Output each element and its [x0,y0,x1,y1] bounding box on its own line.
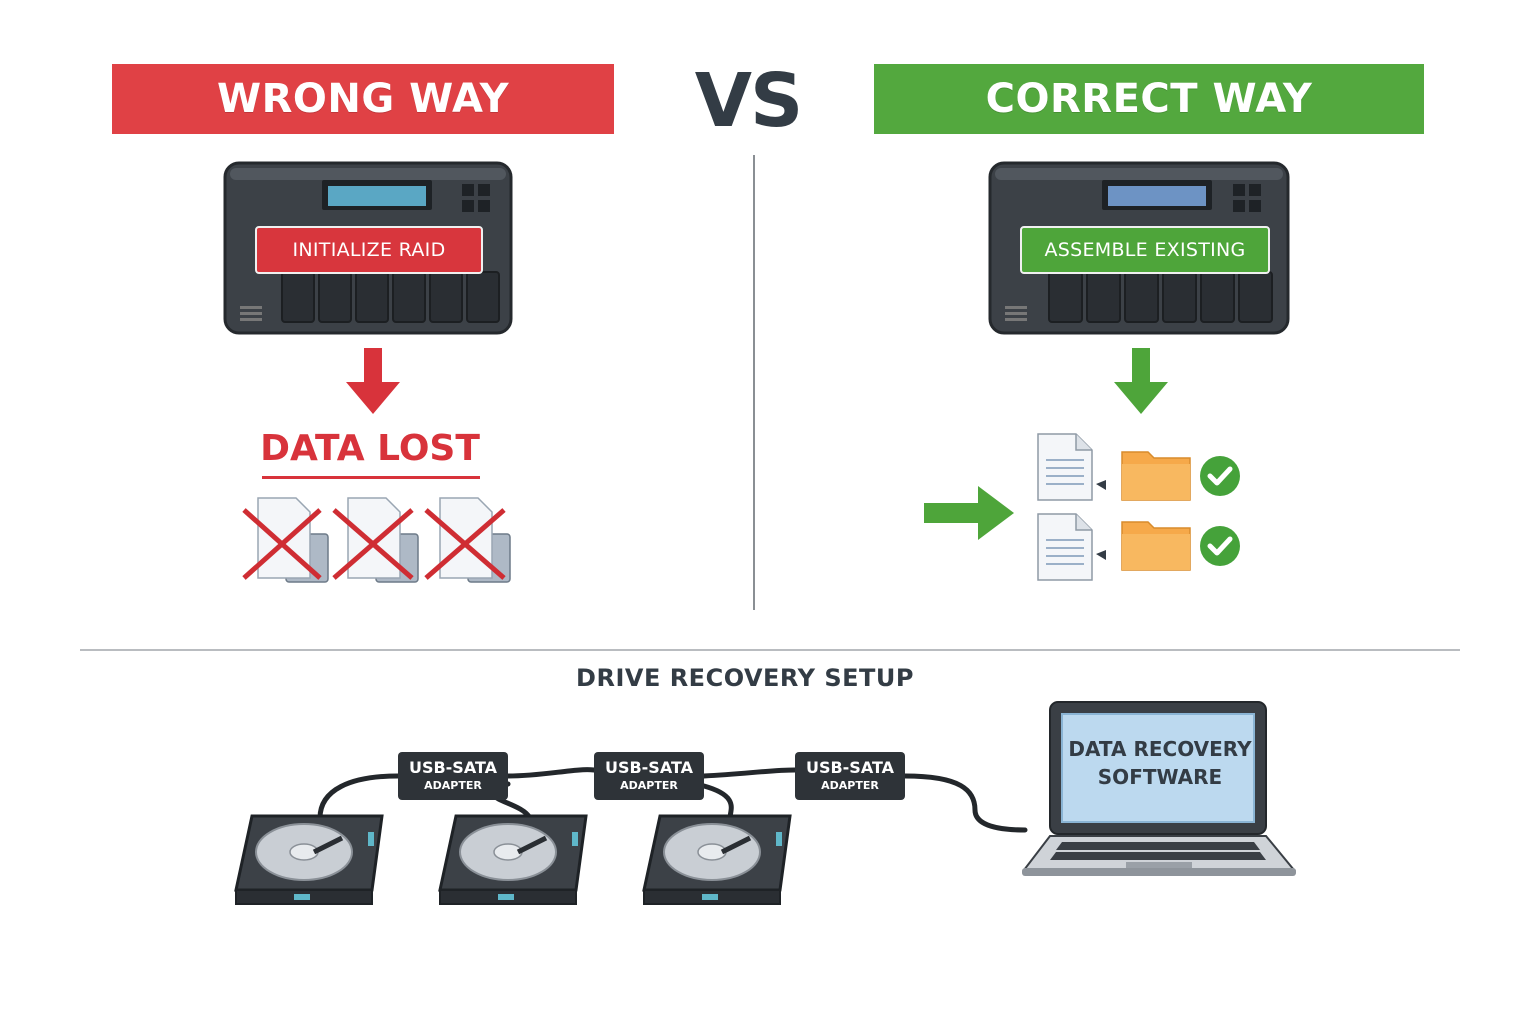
folder-icon [1121,451,1191,501]
cross-icon [424,497,511,583]
down-arrow-icon [346,348,400,414]
folder-icon [1121,521,1191,571]
hard-drive-icon [642,814,792,905]
correct-way-title: CORRECT WAY [985,76,1313,122]
horizontal-divider [80,649,1460,651]
hard-drive-icon [234,814,384,905]
usb-sata-adapter: USB-SATA ADAPTER [594,752,704,800]
wrong-way-title: WRONG WAY [216,76,510,122]
cross-icon [332,497,419,583]
cross-icon [242,497,329,583]
setup-title: DRIVE RECOVERY SETUP [576,664,914,692]
recovered-files-icon [1037,433,1240,581]
right-arrow-icon [924,486,1014,540]
assemble-existing-label: ASSEMBLE EXISTING [1020,226,1270,274]
data-lost-label: DATA LOST [260,428,480,469]
laptop-icon [1022,701,1297,876]
document-icon [1037,433,1093,501]
hard-drive-icon [438,814,588,905]
vs-label: VS [694,58,804,144]
check-icon [1200,456,1240,496]
document-icon [1037,513,1093,581]
usb-sata-adapter: USB-SATA ADAPTER [795,752,905,800]
crossed-files-icon [242,497,511,583]
vertical-divider [753,155,755,610]
data-lost-underline [262,476,480,479]
initialize-raid-label: INITIALIZE RAID [255,226,483,274]
check-icon [1200,526,1240,566]
down-arrow-icon [1114,348,1168,414]
laptop-screen-text: DATA RECOVERY SOFTWARE [1068,737,1252,789]
correct-way-banner: CORRECT WAY [874,64,1424,134]
wrong-way-banner: WRONG WAY [112,64,614,134]
usb-sata-adapter: USB-SATA ADAPTER [398,752,508,800]
